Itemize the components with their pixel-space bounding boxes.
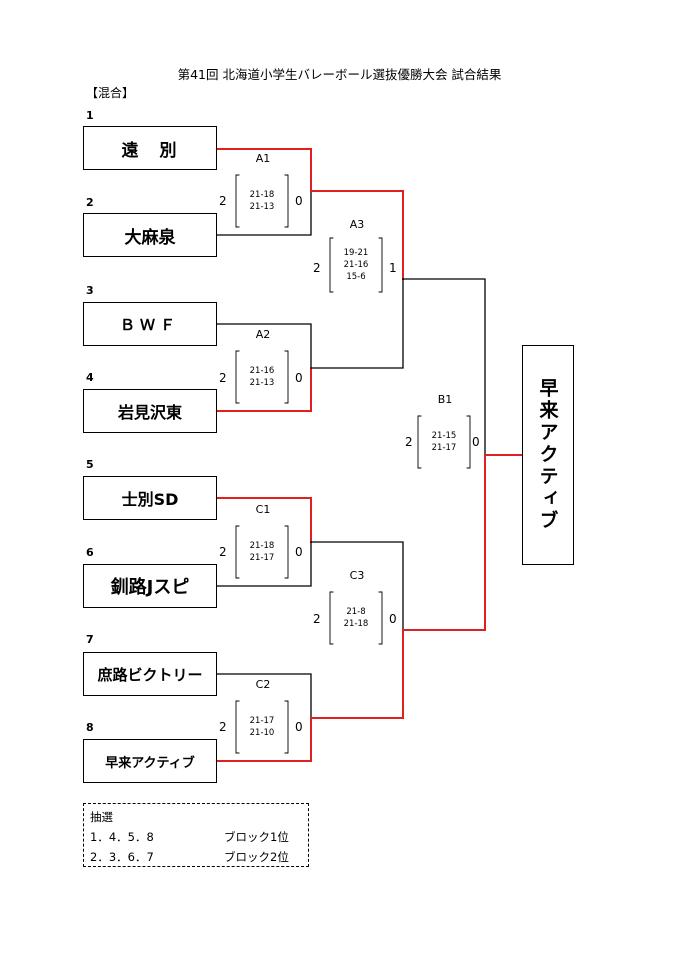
bracket-line — [216, 717, 312, 762]
match-wins-bottom: 0 — [295, 194, 303, 208]
match-label: C2 — [255, 678, 271, 691]
bracket-line — [402, 454, 486, 631]
match-wins-top: 2 — [219, 720, 227, 734]
lottery-seeds: 1．4．5．8 — [90, 830, 154, 844]
score-bracket — [235, 350, 289, 404]
champion-box: 早来アクティブ — [522, 345, 574, 565]
lottery-seeds: 2．3．6．7 — [90, 850, 154, 864]
lottery-result: ブロック1位 — [224, 830, 289, 844]
match-label: A1 — [255, 152, 271, 165]
match-label: C3 — [349, 569, 365, 582]
bracket-line — [216, 497, 312, 543]
match-wins-top: 2 — [219, 371, 227, 385]
team-box: 庶路ビクトリー — [83, 652, 217, 696]
team-box: ＢＷＦ — [83, 302, 217, 346]
bracket-line — [402, 278, 486, 456]
score-bracket — [235, 525, 289, 579]
score-bracket — [235, 174, 289, 228]
seed-number: 8 — [86, 721, 94, 734]
bracket-line — [216, 673, 312, 719]
team-box: 釧路Jスピ — [83, 564, 217, 608]
match-wins-top: 2 — [405, 435, 413, 449]
lottery-box: 抽選 1．4．5．8 ブロック1位 2．3．6．7 ブロック2位 — [83, 803, 309, 867]
match-wins-bottom: 0 — [295, 545, 303, 559]
set-scores: 21-17 21-10 — [249, 716, 275, 738]
bracket-line — [216, 323, 312, 369]
team-box: 岩見沢東 — [83, 389, 217, 433]
bracket-line — [310, 629, 404, 719]
match-wins-top: 2 — [219, 194, 227, 208]
seed-number: 6 — [86, 546, 94, 559]
team-box: 遠 別 — [83, 126, 217, 170]
match-label: A2 — [255, 328, 271, 341]
seed-number: 1 — [86, 109, 94, 122]
match-wins-bottom: 0 — [295, 371, 303, 385]
bracket-line — [310, 541, 404, 631]
score-bracket — [417, 415, 471, 469]
seed-number: 3 — [86, 284, 94, 297]
seed-number: 7 — [86, 633, 94, 646]
team-box: 士別SD — [83, 476, 217, 520]
lottery-row: 1．4．5．8 ブロック1位 — [90, 827, 302, 847]
set-scores: 21-16 21-13 — [249, 366, 275, 388]
seed-number: 2 — [86, 196, 94, 209]
lottery-heading: 抽選 — [90, 810, 113, 824]
match-wins-top: 2 — [219, 545, 227, 559]
match-label: A3 — [349, 218, 365, 231]
category-label: 【混合】 — [86, 86, 135, 100]
score-bracket — [329, 591, 383, 645]
set-scores: 21-18 21-13 — [249, 190, 275, 212]
bracket-line — [310, 190, 404, 280]
bracket-line — [216, 541, 312, 587]
set-scores: 21-15 21-17 — [431, 431, 457, 453]
set-scores: 21-8 21-18 — [343, 607, 369, 629]
bracket-line — [216, 190, 312, 236]
match-wins-top: 2 — [313, 612, 321, 626]
page-title: 第41回 北海道小学生バレーボール選抜優勝大会 試合結果 — [177, 67, 502, 82]
lottery-row: 2．3．6．7 ブロック2位 — [90, 847, 302, 867]
team-box: 大麻泉 — [83, 213, 217, 257]
match-wins-bottom: 1 — [389, 261, 397, 275]
score-bracket — [235, 700, 289, 754]
bracket-line — [216, 367, 312, 412]
seed-number: 5 — [86, 458, 94, 471]
team-box: 早来アクティブ — [83, 739, 217, 783]
bracket-line — [310, 278, 404, 369]
match-wins-top: 2 — [313, 261, 321, 275]
seed-number: 4 — [86, 371, 94, 384]
set-scores: 21-18 21-17 — [249, 541, 275, 563]
bracket-line — [216, 148, 312, 192]
match-wins-bottom: 0 — [389, 612, 397, 626]
match-label: C1 — [255, 503, 271, 516]
lottery-result: ブロック2位 — [224, 850, 289, 864]
score-bracket — [329, 237, 383, 293]
match-label: B1 — [437, 393, 453, 406]
match-wins-bottom: 0 — [295, 720, 303, 734]
set-scores: 19-21 21-16 15-6 — [343, 248, 369, 282]
match-wins-bottom: 0 — [472, 435, 480, 449]
